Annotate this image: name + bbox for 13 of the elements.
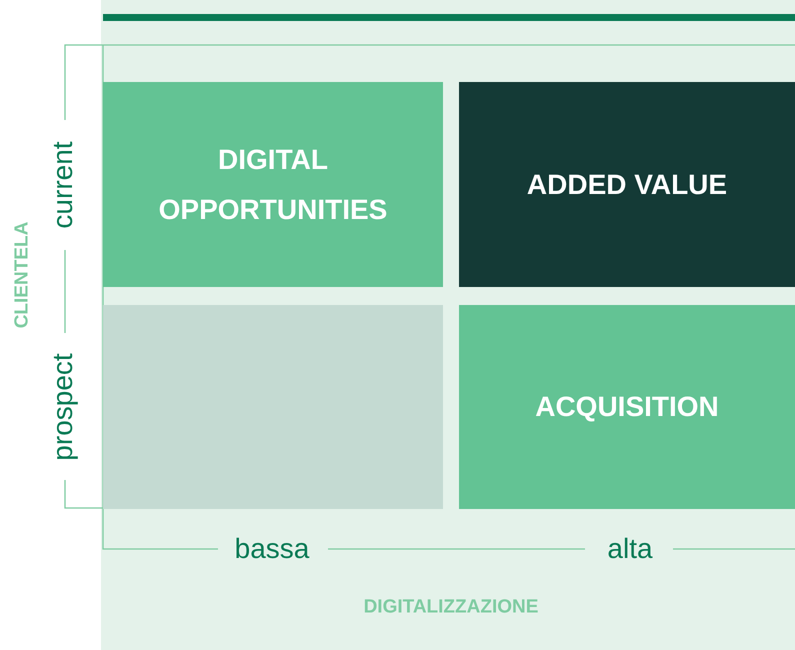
- quadrant-box: [459, 305, 795, 509]
- axis-title: CLIENTELA: [12, 222, 32, 328]
- empty-quadrant: [103, 305, 443, 509]
- axis-value: bassa: [234, 535, 310, 563]
- quadrant-label: ADDED VALUE: [526, 168, 728, 202]
- axis-value: alta: [607, 535, 653, 563]
- axis-title: DIGITALIZZAZIONE: [364, 598, 538, 616]
- axis-value: current: [49, 141, 77, 229]
- quadrant-box: [459, 82, 795, 287]
- quadrant-label: ACQUISITION: [535, 390, 719, 424]
- quadrant-label: DIGITAL OPPORTUNITIES: [158, 142, 388, 226]
- axis-value: prospect: [49, 353, 77, 461]
- quadrant-box: [103, 82, 443, 287]
